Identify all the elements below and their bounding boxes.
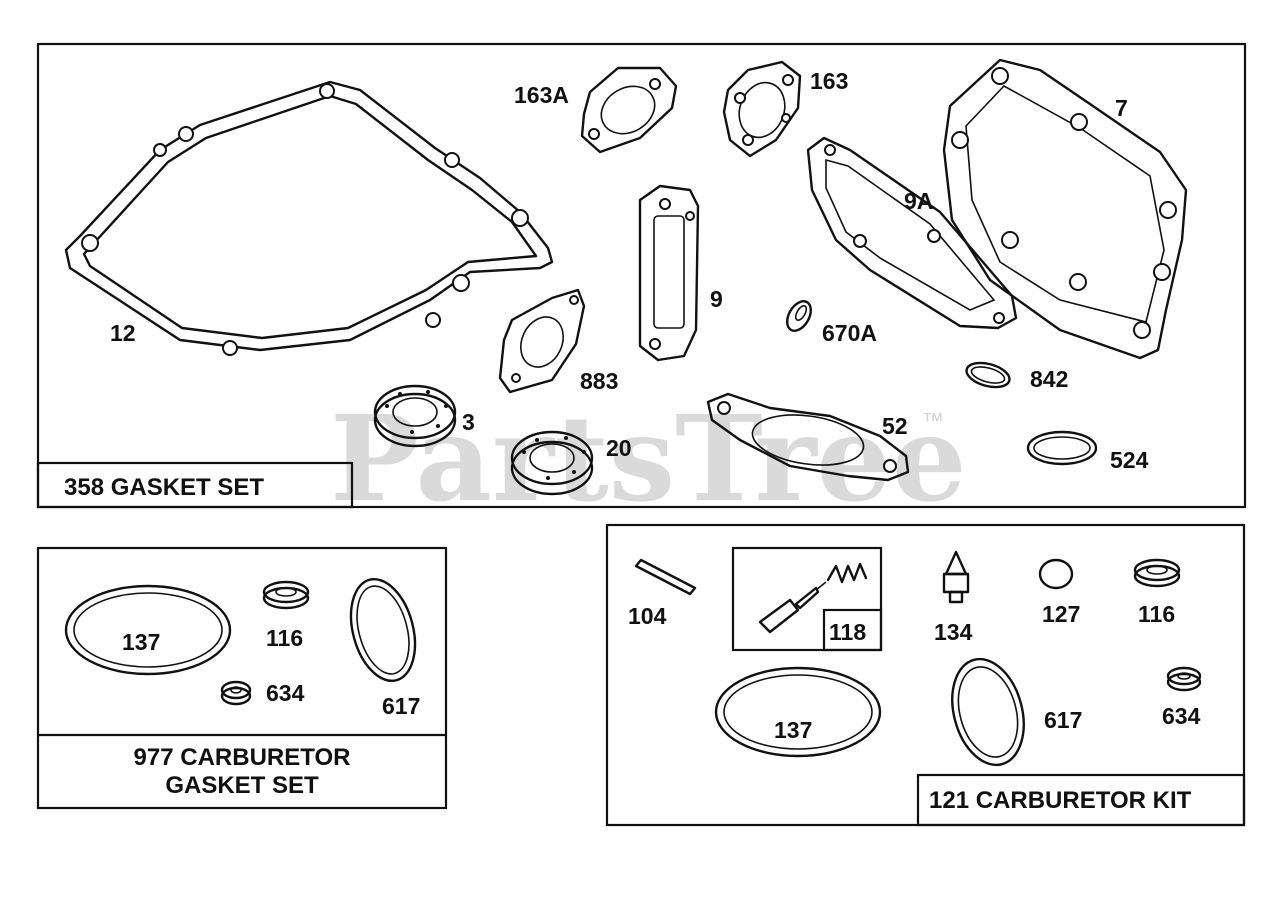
carb-gasket-set-frame	[36, 546, 448, 810]
label-k137: 137	[774, 717, 812, 743]
carb-kit-title: 121 CARBURETOR KIT	[929, 787, 1192, 814]
label-k134: 134	[934, 619, 973, 645]
part-k137-gasket[interactable]	[714, 666, 882, 758]
part-7-head-gasket[interactable]	[942, 58, 1188, 360]
label-163: 163	[810, 68, 848, 94]
kit-118-box	[731, 546, 883, 652]
part-20-oil-seal[interactable]	[510, 430, 594, 496]
label-163A: 163A	[514, 82, 569, 108]
part-163-gasket[interactable]	[722, 60, 802, 158]
label-524: 524	[1110, 447, 1149, 473]
label-20: 20	[606, 435, 632, 461]
part-k134-needle[interactable]	[942, 550, 970, 604]
part-9A-gasket[interactable]	[806, 136, 1018, 330]
part-842-ring[interactable]	[964, 359, 1012, 392]
part-c137-gasket[interactable]	[64, 584, 232, 676]
part-9-gasket[interactable]	[638, 184, 700, 362]
watermark-text: PartsTree	[330, 389, 967, 528]
carb-kit-panel: 121 CARBURETOR KIT 104 118 134 127	[605, 523, 1246, 827]
carb-gasket-set-title-2: GASKET SET	[165, 772, 319, 799]
part-k104-pin[interactable]	[634, 558, 697, 596]
part-12-crankcase-gasket[interactable]	[64, 80, 554, 356]
part-163A-gasket[interactable]	[580, 66, 678, 154]
part-c617-gasket[interactable]	[341, 572, 426, 688]
label-9: 9	[710, 286, 723, 312]
gasket-set-title: 358 GASKET SET	[64, 474, 264, 501]
part-k127-plug[interactable]	[1038, 558, 1074, 590]
label-c137: 137	[122, 629, 160, 655]
label-7: 7	[1115, 95, 1128, 121]
label-k104: 104	[628, 603, 667, 629]
label-c634: 634	[266, 680, 305, 706]
label-842: 842	[1030, 366, 1068, 392]
watermark-trademark: ™	[922, 408, 944, 433]
gasket-set-panel: 358 GASKET SET 12 163A	[36, 42, 1247, 509]
part-670A-washer[interactable]	[782, 297, 815, 335]
part-c634-washer[interactable]	[220, 680, 252, 706]
label-12: 12	[110, 320, 136, 346]
carb-gasket-set-title-1: 977 CARBURETOR	[134, 744, 351, 771]
part-k118-mixture-screw[interactable]	[758, 581, 827, 634]
label-c116: 116	[266, 625, 303, 651]
part-883-gasket[interactable]	[498, 288, 586, 394]
part-k617-gasket[interactable]	[941, 651, 1035, 773]
label-k116: 116	[1138, 601, 1175, 627]
label-3: 3	[462, 409, 475, 435]
gasket-set-frame	[36, 42, 1247, 509]
label-k127: 127	[1042, 601, 1080, 627]
kit-118-label-box	[822, 608, 883, 652]
part-52-gasket[interactable]	[706, 392, 910, 482]
part-524-ring[interactable]	[1026, 430, 1098, 466]
carb-kit-title-box	[916, 773, 1246, 827]
label-c617: 617	[382, 693, 420, 719]
label-k634: 634	[1162, 703, 1201, 729]
label-k118: 118	[829, 619, 866, 645]
part-k634-washer[interactable]	[1166, 666, 1202, 692]
part-k118-spring[interactable]	[826, 562, 868, 584]
label-9A: 9A	[904, 188, 933, 214]
part-k116-washer[interactable]	[1133, 558, 1181, 588]
label-52: 52	[882, 413, 908, 439]
label-670A: 670A	[822, 320, 877, 346]
part-3-oil-seal[interactable]	[373, 384, 457, 448]
gasket-set-title-box	[36, 461, 354, 509]
carb-gasket-set-panel: 977 CARBURETOR GASKET SET 137 116 634 61…	[36, 546, 448, 810]
part-c116-washer[interactable]	[262, 580, 310, 610]
label-883: 883	[580, 368, 618, 394]
carb-kit-frame	[605, 523, 1246, 827]
label-k617: 617	[1044, 707, 1082, 733]
